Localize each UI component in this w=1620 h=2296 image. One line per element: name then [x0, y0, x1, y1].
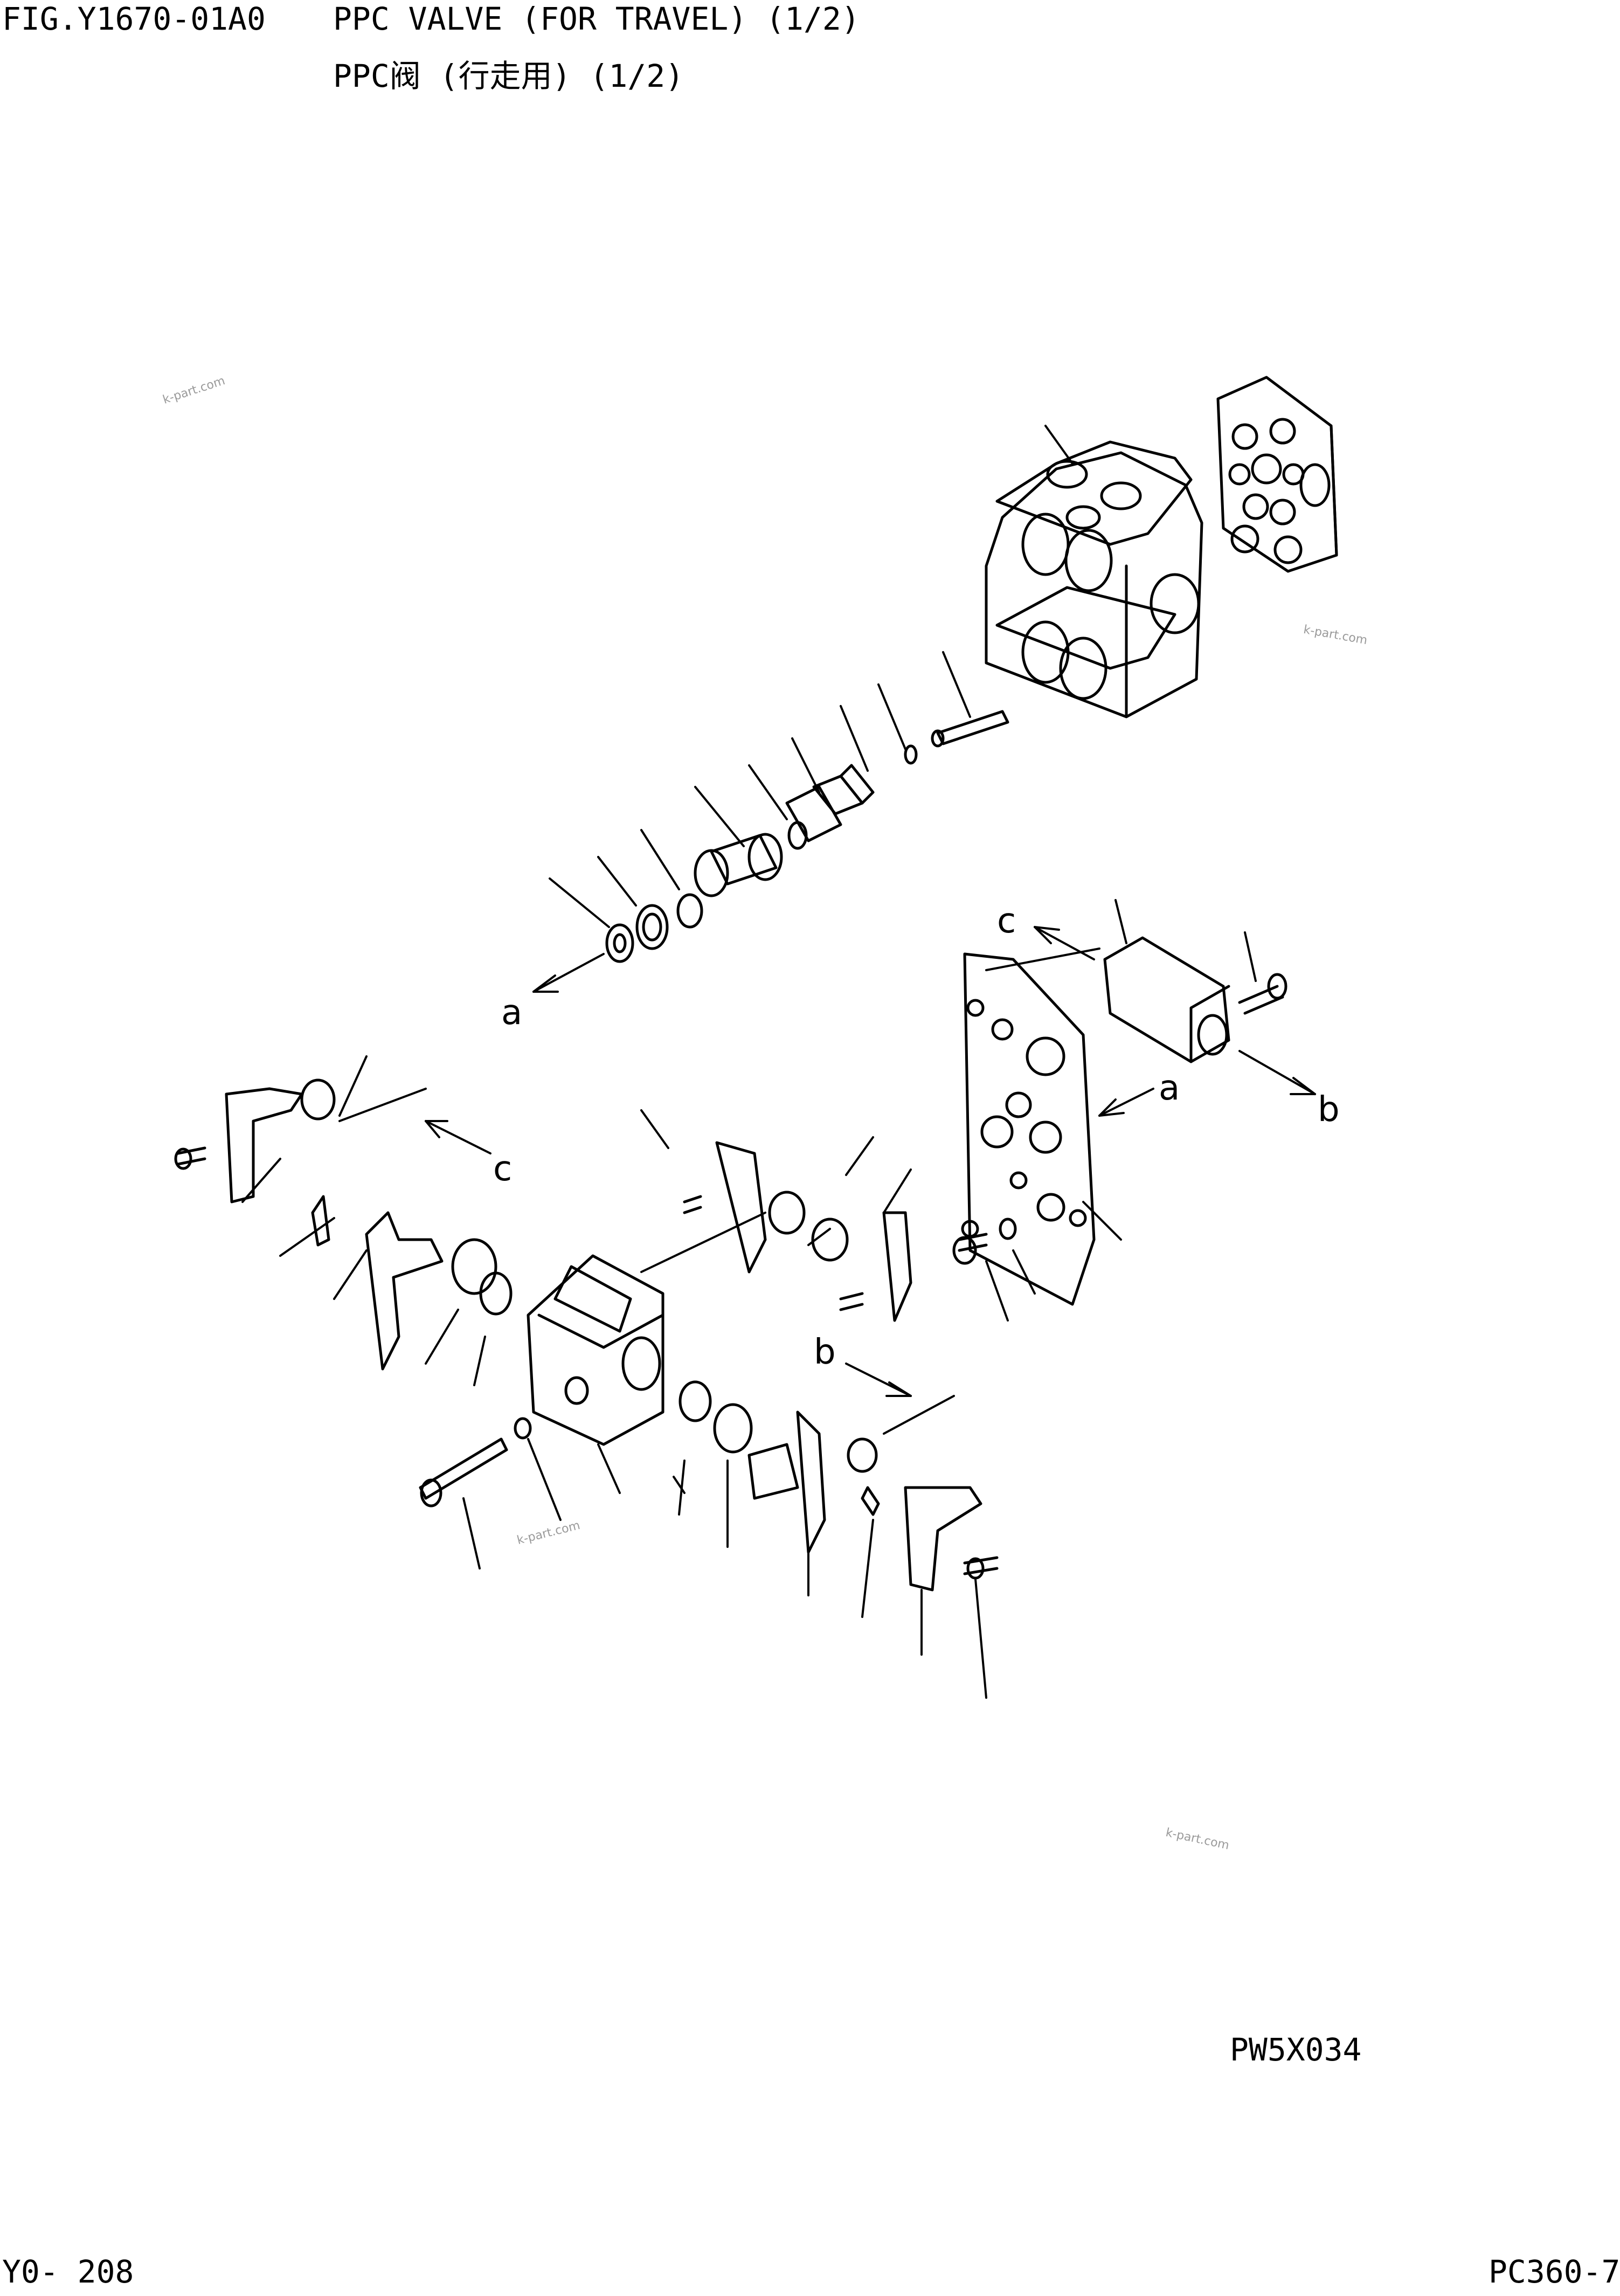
callout-b-center: b [814, 1332, 836, 1372]
callout-c-top: c [997, 901, 1016, 941]
callout-a-right: a [1159, 1068, 1180, 1108]
title-chinese: PPC阀 (行走用) (1/2) [333, 58, 684, 94]
callout-c-left: c [493, 1149, 512, 1189]
lever-body [527, 1254, 664, 1446]
leader-lines [241, 425, 1257, 1699]
figure-number: FIG.Y1670-01A0 [2, 1, 266, 37]
callout-b-right: b [1318, 1090, 1340, 1130]
spool-assembly [605, 710, 1009, 963]
machine-model: PC360-7 [1489, 2253, 1620, 2290]
middle-small-parts [683, 1141, 1017, 1322]
valve-body [985, 440, 1203, 718]
joint-block [1103, 936, 1287, 1063]
drawing-code: PW5X034 [1230, 2031, 1362, 2068]
cover-plate [1216, 376, 1338, 573]
reference-arrows [425, 926, 1316, 1397]
left-lever-parts [174, 1078, 513, 1371]
title-english: PPC VALVE (FOR TRAVEL) (1/2) [333, 1, 860, 37]
gasket-plate [961, 952, 1096, 1306]
page-number: Y0- 208 [2, 2253, 134, 2290]
callout-a-left: a [501, 993, 522, 1033]
lower-parts [419, 1380, 999, 1592]
